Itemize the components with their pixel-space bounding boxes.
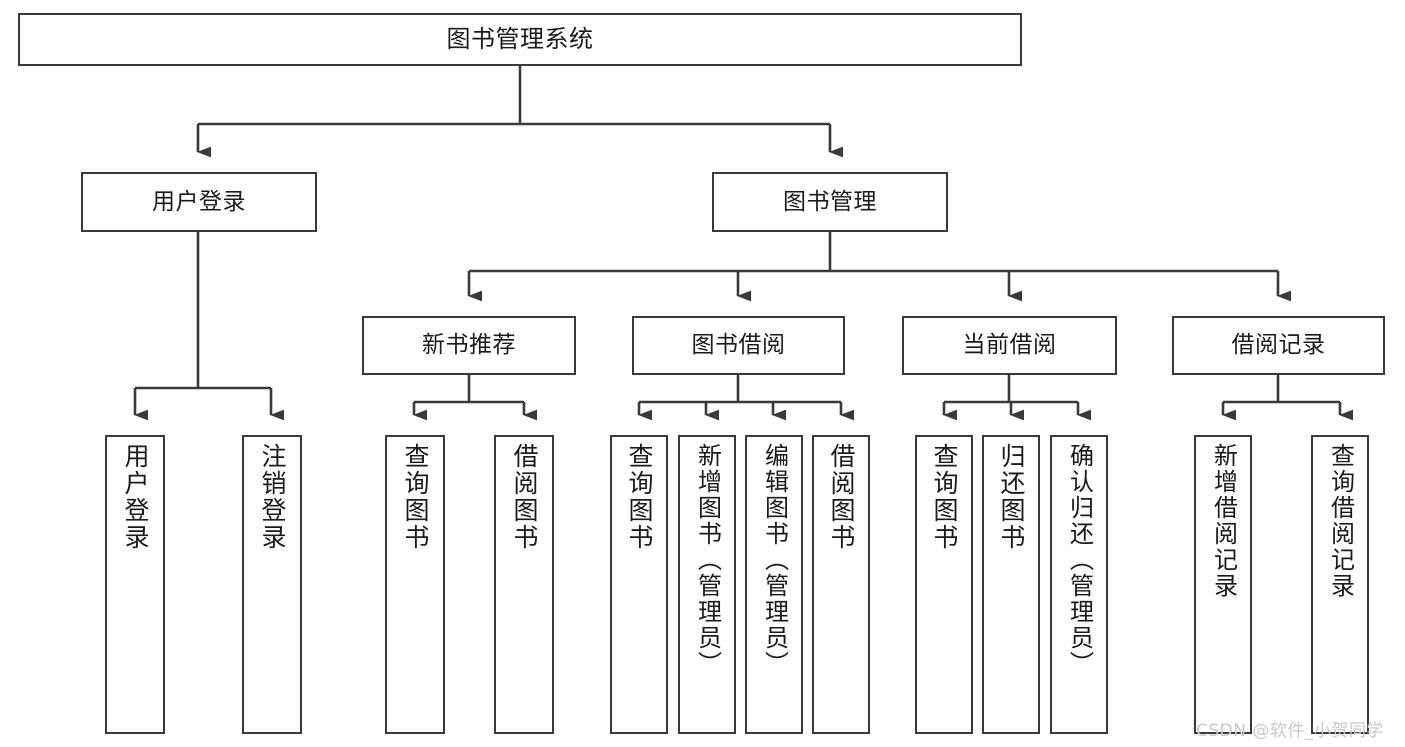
- node-new-book-recommend[interactable]: 新书推荐: [362, 316, 576, 375]
- node-label: 图书管理: [783, 188, 877, 215]
- leaf-current-borrow-confirm-admin[interactable]: 确认归还（管理员）: [1050, 435, 1108, 734]
- node-label: 当前借阅: [962, 332, 1057, 359]
- node-label: 新增借阅记录: [1209, 443, 1238, 599]
- node-label: 借阅图书: [827, 443, 856, 551]
- node-label: 用户登录: [152, 188, 246, 215]
- node-label: 用户登录: [121, 443, 150, 551]
- node-book-borrow[interactable]: 图书借阅: [632, 316, 845, 375]
- node-label: 借阅图书: [510, 443, 539, 551]
- node-label: 图书管理系统: [446, 24, 594, 53]
- leaf-book-borrow-query[interactable]: 查询图书: [610, 435, 668, 734]
- leaf-user-login-login[interactable]: 用户登录: [105, 435, 165, 734]
- leaf-current-borrow-return[interactable]: 归还图书: [982, 435, 1040, 734]
- node-book-management[interactable]: 图书管理: [712, 172, 948, 232]
- node-label: 查询图书: [625, 443, 654, 551]
- node-root-book-management-system[interactable]: 图书管理系统: [18, 13, 1022, 66]
- node-label: 新书推荐: [422, 332, 516, 359]
- node-label: 注销登录: [258, 443, 287, 551]
- node-label: 查询图书: [930, 443, 959, 551]
- csdn-watermark: CSDN @软件_小贺同学: [1196, 721, 1384, 741]
- node-label: 确认归还（管理员）: [1065, 443, 1094, 677]
- leaf-borrow-record-query[interactable]: 查询借阅记录: [1311, 435, 1369, 734]
- node-label: 查询图书: [401, 443, 430, 551]
- node-borrow-record[interactable]: 借阅记录: [1172, 316, 1385, 375]
- leaf-book-borrow-borrow[interactable]: 借阅图书: [812, 435, 870, 734]
- node-label: 查询借阅记录: [1326, 443, 1355, 599]
- leaf-book-borrow-add-admin[interactable]: 新增图书（管理员）: [678, 435, 736, 734]
- node-user-login[interactable]: 用户登录: [81, 172, 317, 232]
- leaf-new-book-query[interactable]: 查询图书: [385, 435, 445, 734]
- leaf-current-borrow-query[interactable]: 查询图书: [915, 435, 973, 734]
- node-label: 编辑图书（管理员）: [760, 443, 789, 677]
- leaf-book-borrow-edit-admin[interactable]: 编辑图书（管理员）: [745, 435, 803, 734]
- node-current-borrow[interactable]: 当前借阅: [902, 316, 1117, 375]
- leaf-borrow-record-add[interactable]: 新增借阅记录: [1194, 435, 1252, 734]
- node-label: 图书借阅: [691, 332, 786, 359]
- node-label: 借阅记录: [1231, 332, 1326, 359]
- leaf-new-book-borrow[interactable]: 借阅图书: [494, 435, 554, 734]
- leaf-user-login-logout[interactable]: 注销登录: [242, 435, 302, 734]
- node-label: 归还图书: [997, 443, 1026, 551]
- node-label: 新增图书（管理员）: [693, 443, 722, 677]
